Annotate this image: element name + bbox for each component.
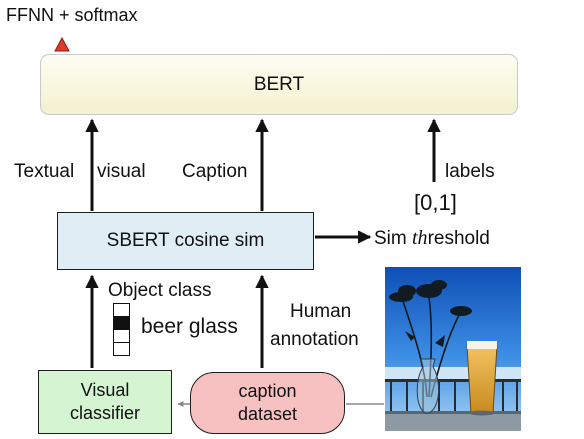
object-class-cell (113, 342, 130, 356)
visual-classifier-box: Visual classifier (38, 370, 172, 434)
labels-label: labels (445, 161, 495, 182)
object-class-vector (113, 303, 131, 356)
sim-threshold-italic: th (412, 227, 428, 249)
sim-threshold-label: Sim threshold (374, 228, 490, 248)
caption-label: Caption (182, 161, 248, 182)
human-label: Human (290, 301, 352, 322)
visual-label: visual (97, 161, 146, 182)
range-label: [0,1] (414, 190, 457, 215)
output-triangle-icon (54, 36, 70, 52)
caption-dataset-line1: caption (238, 380, 297, 401)
visual-classifier-line1: Visual (80, 379, 130, 400)
sim-threshold-suffix: reshold (427, 228, 490, 249)
beer-glass-photo (385, 267, 521, 431)
annotation-label: annotation (270, 329, 359, 350)
caption-dataset-box: caption dataset (190, 372, 345, 434)
caption-dataset-line2: dataset (237, 404, 298, 424)
object-class-cell (113, 303, 130, 317)
textual-label: Textual (14, 161, 75, 182)
object-class-cell (113, 329, 130, 343)
sbert-label: SBERT cosine sim (106, 230, 265, 251)
ffnn-softmax-label: FFNN + softmax (6, 5, 138, 25)
sbert-cosine-sim-box: SBERT cosine sim (57, 212, 314, 270)
bert-box: BERT (40, 54, 518, 115)
bert-label: BERT (253, 73, 305, 95)
object-class-cell-selected (113, 316, 130, 330)
visual-classifier-line2: classifier (69, 403, 140, 423)
sim-threshold-prefix: Sim (374, 228, 412, 249)
beer-glass-label: beer glass (141, 315, 238, 338)
object-class-label: Object class (108, 280, 212, 301)
